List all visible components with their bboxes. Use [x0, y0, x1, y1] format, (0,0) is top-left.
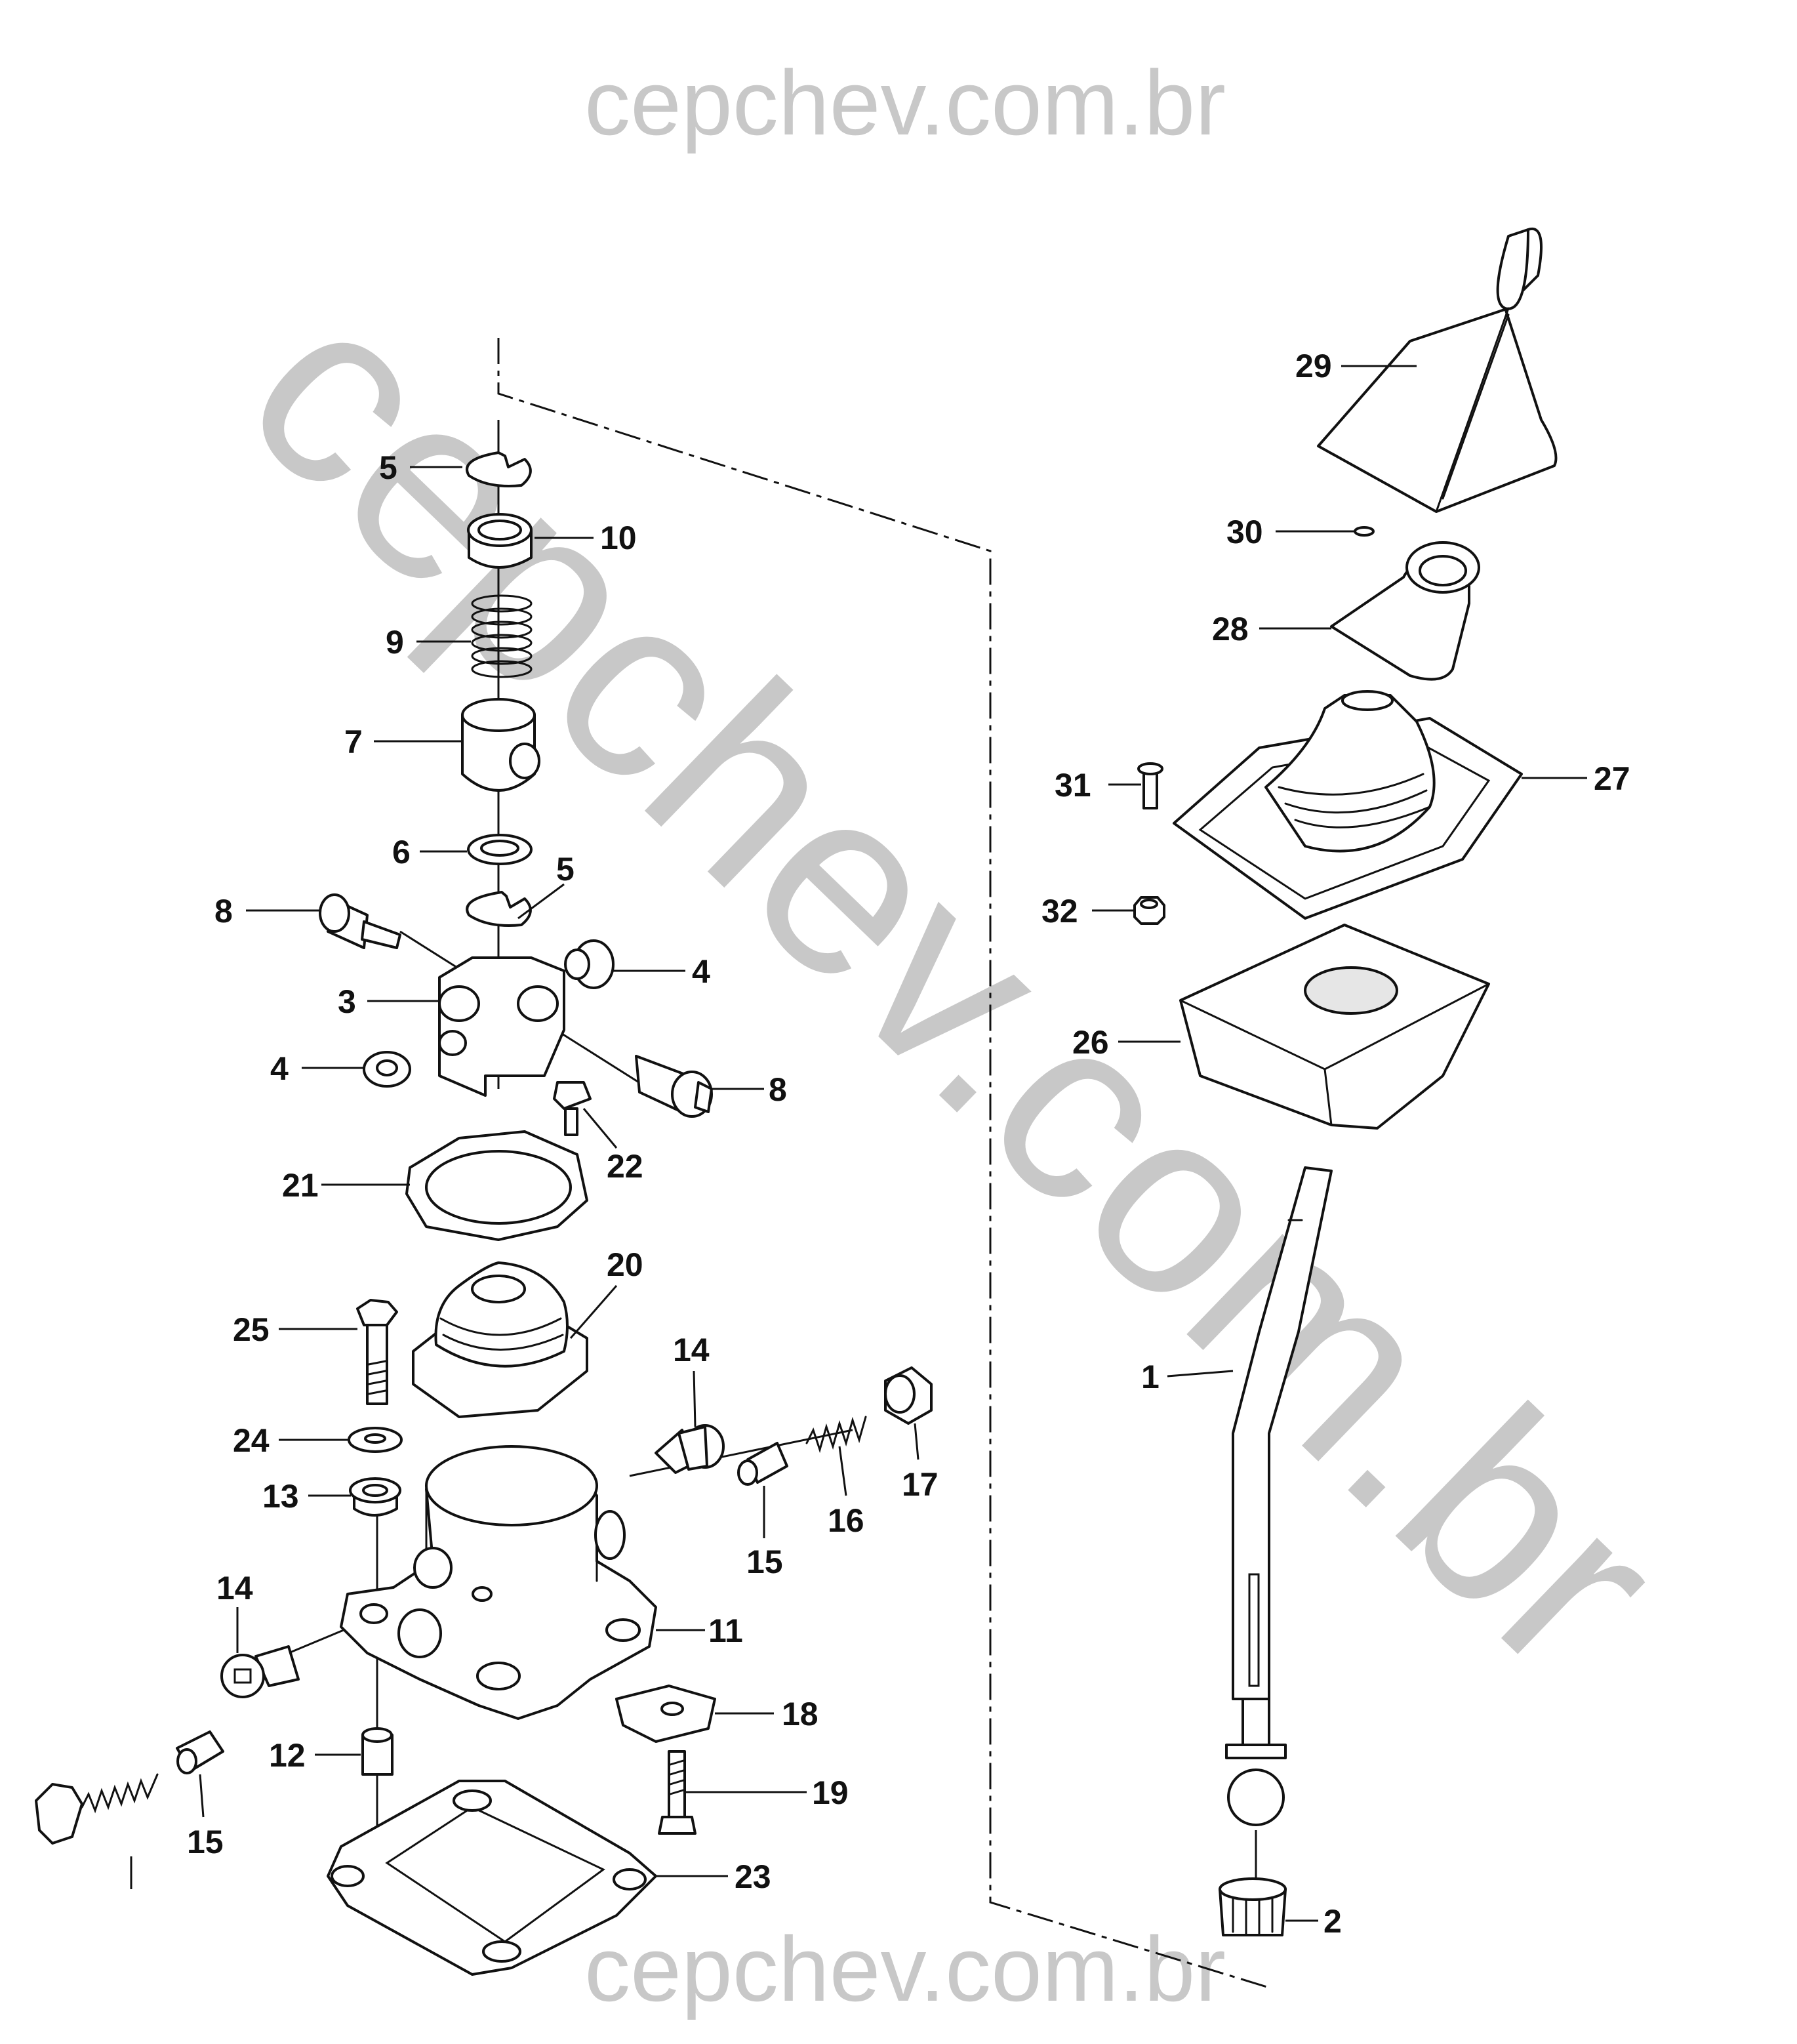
part-5-circlip-upper [466, 451, 532, 487]
part-14-bolt-right [655, 1424, 725, 1474]
callout-25: 25 [233, 1311, 270, 1348]
part-15-plunger-right [737, 1442, 788, 1486]
part-19-bolt [658, 1750, 697, 1835]
callout-30: 30 [1226, 514, 1263, 550]
part-31-screw [1137, 762, 1163, 809]
callout-20: 20 [607, 1246, 643, 1283]
part-28-inner-boot [1330, 541, 1480, 681]
callout-13: 13 [262, 1478, 299, 1515]
callout-29: 29 [1295, 348, 1332, 384]
callout-21: 21 [282, 1167, 319, 1204]
callout-27: 27 [1594, 760, 1630, 797]
part-6-washer [467, 834, 533, 865]
callout-32: 32 [1041, 893, 1078, 930]
callout-16: 16 [828, 1502, 864, 1539]
part-13-bushing [349, 1477, 401, 1517]
callout-22: 22 [607, 1148, 643, 1185]
assembly-boundary-line [497, 338, 1270, 1989]
part-8-pivot-bolt-lower [635, 1055, 713, 1118]
part-26-insulator [1179, 924, 1490, 1130]
part-29-gear-boot [1317, 227, 1558, 513]
callout-6: 6 [392, 834, 411, 870]
callout-17: 17 [902, 1466, 939, 1503]
part-11-selector-housing [340, 1445, 657, 1720]
callout-labels: 29 5 10 30 9 28 7 31 27 6 5 8 32 4 3 26 … [187, 348, 1630, 1940]
part-15-plunger-left [176, 1730, 224, 1774]
callout-15-left: 15 [187, 1824, 224, 1860]
part-17-plug [884, 1366, 933, 1425]
part-1-shift-lever [1225, 1166, 1333, 1826]
part-16-detent-spring [805, 1416, 867, 1454]
callout-9: 9 [386, 624, 404, 661]
part-4-bushing-left [363, 1051, 411, 1088]
part-4-bushing-right [564, 939, 615, 989]
part-8-pivot-bolt-upper [319, 893, 401, 949]
part-18-bracket [615, 1685, 716, 1743]
callout-4-right: 4 [692, 953, 710, 990]
part-21-gasket [405, 1130, 588, 1241]
part-10-spring-cap [467, 513, 533, 569]
callout-4-left: 4 [270, 1050, 289, 1087]
callout-15-right: 15 [746, 1543, 783, 1580]
part-3-pivot-housing [438, 956, 565, 1097]
watermark-bottom: cepchev.com.br [584, 1917, 1226, 2020]
part-22-bolt [553, 1081, 592, 1136]
callout-8-upper: 8 [214, 893, 233, 930]
callout-23: 23 [735, 1858, 771, 1895]
part-24-washer [348, 1427, 403, 1453]
part-9-spring [471, 594, 533, 678]
part-25-bolt [356, 1299, 398, 1405]
callout-3: 3 [338, 983, 356, 1020]
part-27-bellows-plate [1173, 690, 1523, 920]
callout-28: 28 [1212, 611, 1249, 647]
callout-1: 1 [1141, 1359, 1160, 1395]
callout-8-lower: 8 [769, 1071, 787, 1108]
callout-2: 2 [1323, 1903, 1342, 1940]
part-7-guide-sleeve [461, 698, 540, 792]
callout-26: 26 [1072, 1024, 1109, 1061]
callout-10: 10 [600, 520, 637, 556]
part-14-bolt-left [220, 1645, 300, 1698]
callout-18: 18 [782, 1696, 818, 1732]
callout-19: 19 [812, 1774, 849, 1811]
plug-with-spring-left [35, 1773, 159, 1845]
leader-lines [199, 365, 1587, 1922]
callout-14-right: 14 [673, 1332, 710, 1368]
part-2-ball-sleeve [1219, 1877, 1287, 1936]
callout-14-left: 14 [216, 1570, 253, 1606]
callout-5-lower: 5 [556, 851, 575, 888]
callout-5-upper: 5 [379, 449, 397, 486]
callout-12: 12 [269, 1737, 306, 1774]
callout-31: 31 [1055, 767, 1091, 804]
callout-7: 7 [344, 724, 363, 760]
part-30-clip [1354, 526, 1375, 537]
part-5-circlip-lower [466, 891, 532, 927]
part-20-dust-boot [412, 1261, 588, 1418]
part-32-nut [1133, 896, 1165, 925]
part-23-base-gasket [327, 1780, 657, 1976]
part-12-dowel [361, 1727, 394, 1776]
callout-24: 24 [233, 1422, 270, 1459]
callout-11: 11 [708, 1612, 743, 1649]
watermark-top: cepchev.com.br [584, 51, 1226, 154]
